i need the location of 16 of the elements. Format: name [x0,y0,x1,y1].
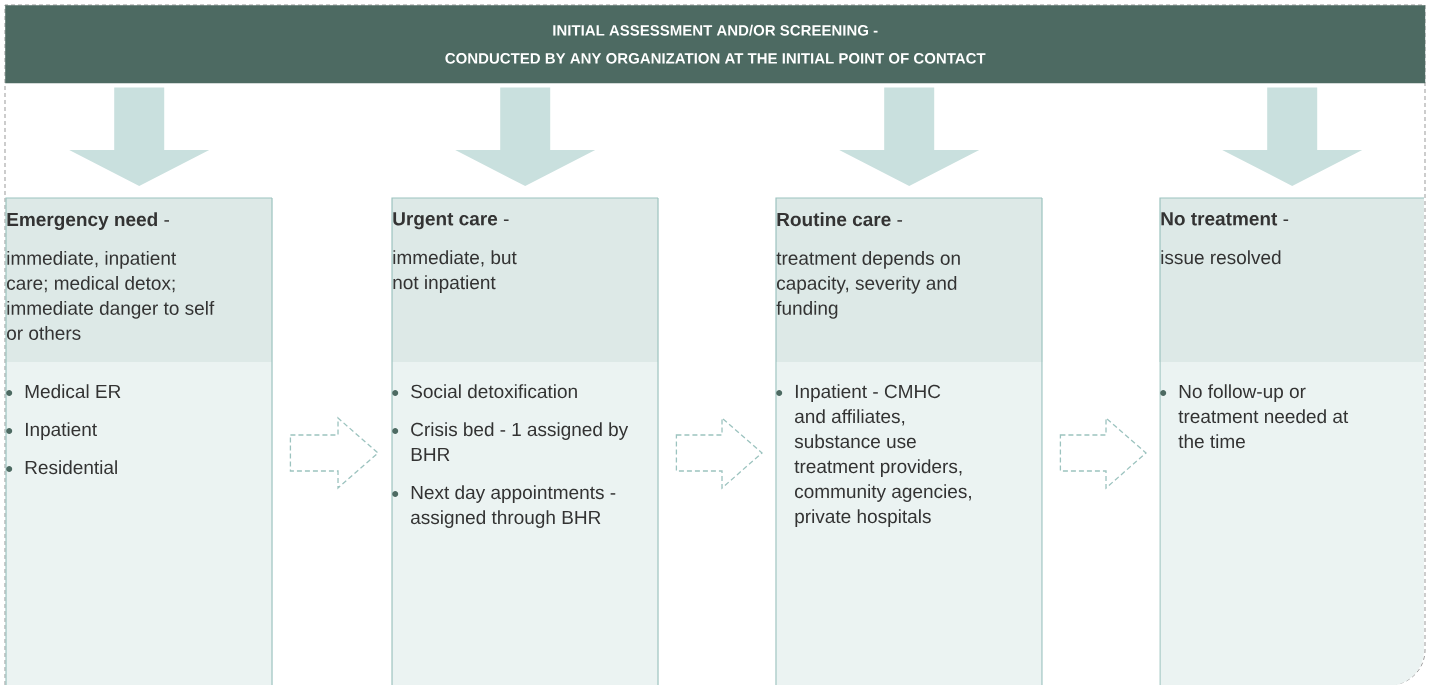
options-box: Social detoxification Crisis bed - 1 assigned by BHR Next day appointments - assigned through BHR [391,361,659,685]
outline-arrow [675,416,763,490]
down-arrow [455,87,596,186]
category-box: No treatment - issue resolved [1159,197,1425,363]
down-arrow [839,87,980,186]
down-arrow [1222,87,1363,186]
header-bar: INITIAL ASSESSMENT AND/OR SCREENING - CONDUCTED BY ANY ORGANIZATION AT THE INITIAL POINT OF CONTACT [5,5,1426,84]
options-box: Inpatient - CMHC and affiliates, substance use treatment providers, community agencies, private hospitals [775,361,1043,685]
options-box: No follow-up or treatment needed at the time [1159,361,1424,685]
category-box: Urgent care - immediate, but not inpatient [391,197,659,363]
category-box: Routine care - treatment depends on capacity, severity and funding [775,197,1043,363]
outline-arrow [1059,416,1147,490]
options-box: Medical ER Inpatient Residential [5,361,273,685]
outline-arrow [289,416,379,490]
down-arrow [69,87,210,186]
category-box: Emergency need - immediate, inpatient care; medical detox; immediate danger to self or others [5,197,273,363]
